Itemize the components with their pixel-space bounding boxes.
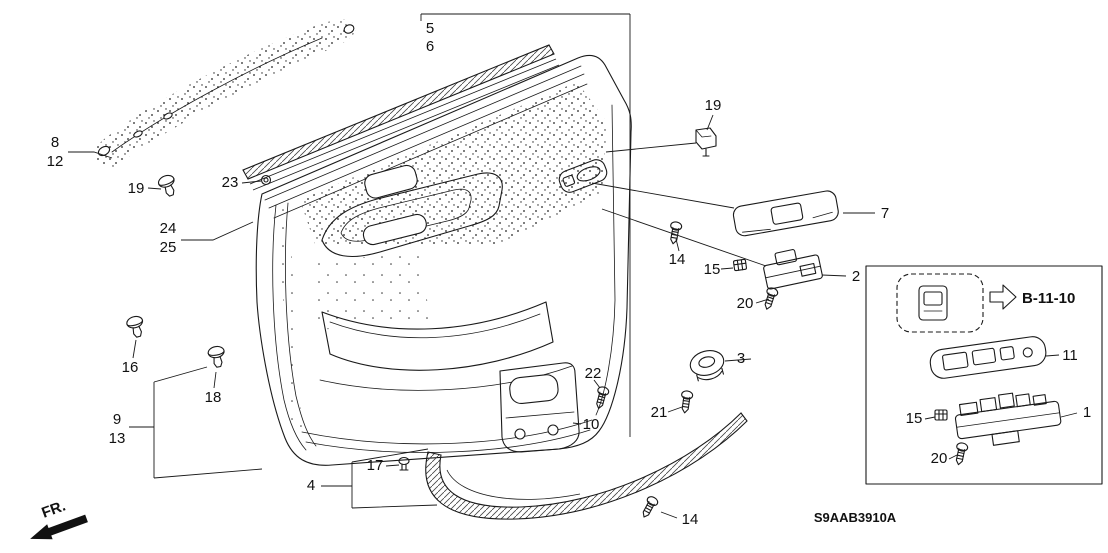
callout-3: 3 xyxy=(737,350,745,367)
fr-arrow-icon xyxy=(30,514,88,540)
callout-16: 16 xyxy=(122,359,139,376)
clip-15-box xyxy=(934,409,948,421)
leader-lines xyxy=(68,13,1078,519)
grommet-23 xyxy=(260,174,272,186)
callout-22: 22 xyxy=(585,365,602,382)
callout-17: 17 xyxy=(367,457,384,474)
callout-6: 6 xyxy=(426,38,434,55)
screw-22 xyxy=(592,385,611,411)
screw-20-mid xyxy=(760,285,780,312)
callout-14-mid: 14 xyxy=(669,251,686,268)
grip-opening xyxy=(362,213,427,246)
trim-clip-16 xyxy=(125,314,147,340)
armrest-garnish xyxy=(94,19,356,169)
callout-19-upper: 19 xyxy=(705,97,722,114)
clip-19-upper xyxy=(695,127,717,157)
master-switch-assembly xyxy=(954,392,1062,446)
screw-20-box xyxy=(952,441,969,467)
armrest xyxy=(321,172,503,257)
callout-11: 11 xyxy=(1062,347,1078,364)
callout-5: 5 xyxy=(426,20,434,37)
callout-15-box: 15 xyxy=(906,410,923,427)
callout-25: 25 xyxy=(160,239,177,256)
drawing-code: S9AAB3910A xyxy=(814,510,897,525)
door-opening-seal xyxy=(425,412,748,520)
callout-7: 7 xyxy=(881,205,889,222)
door-pull-cup xyxy=(364,164,418,199)
callout-19-left: 19 xyxy=(128,180,145,197)
callout-4: 4 xyxy=(307,477,315,494)
callout-12: 12 xyxy=(47,153,64,170)
pull-pocket-bracket xyxy=(499,362,580,453)
sub-switch-icon xyxy=(918,285,948,321)
callout-13: 13 xyxy=(109,430,126,447)
door-pocket xyxy=(321,301,554,371)
power-window-switch-box xyxy=(865,265,1103,485)
callout-21: 21 xyxy=(651,404,668,421)
reference-arrow-icon xyxy=(989,284,1017,310)
trim-clip-19 xyxy=(156,172,180,199)
callout-23: 23 xyxy=(222,174,239,191)
door-lining-panel xyxy=(255,54,632,466)
trim-clip-18 xyxy=(206,344,228,369)
push-pin-17 xyxy=(398,456,410,471)
callout-20-mid: 20 xyxy=(737,295,754,312)
fr-direction-indicator: FR. xyxy=(30,497,88,540)
switch-panel-garnish xyxy=(732,190,839,237)
callout-24: 24 xyxy=(160,220,177,237)
inner-weatherstrip xyxy=(242,44,560,191)
grommet xyxy=(689,350,725,382)
screw-14-bottom xyxy=(638,494,660,521)
switch-plate xyxy=(929,336,1047,379)
inner-handle xyxy=(558,159,608,193)
callout-20-box: 20 xyxy=(931,450,948,467)
screw-21 xyxy=(678,389,694,415)
callout-8: 8 xyxy=(51,134,59,151)
callout-10: 10 xyxy=(583,416,600,433)
callout-1: 1 xyxy=(1083,404,1091,421)
callout-14-bottom: 14 xyxy=(682,511,699,528)
callout-15-mid: 15 xyxy=(704,261,721,278)
fr-label: FR. xyxy=(39,497,68,521)
reference-b-11-10: B-11-10 xyxy=(1022,290,1075,307)
callout-2: 2 xyxy=(852,268,860,285)
callout-labels: 5 6 8 12 19 23 24 25 16 18 9 13 4 17 10 … xyxy=(47,20,1092,528)
clip-15-mid xyxy=(732,258,748,272)
power-window-sub-switch xyxy=(763,249,823,290)
callout-18: 18 xyxy=(205,389,222,406)
callout-9: 9 xyxy=(113,411,121,428)
